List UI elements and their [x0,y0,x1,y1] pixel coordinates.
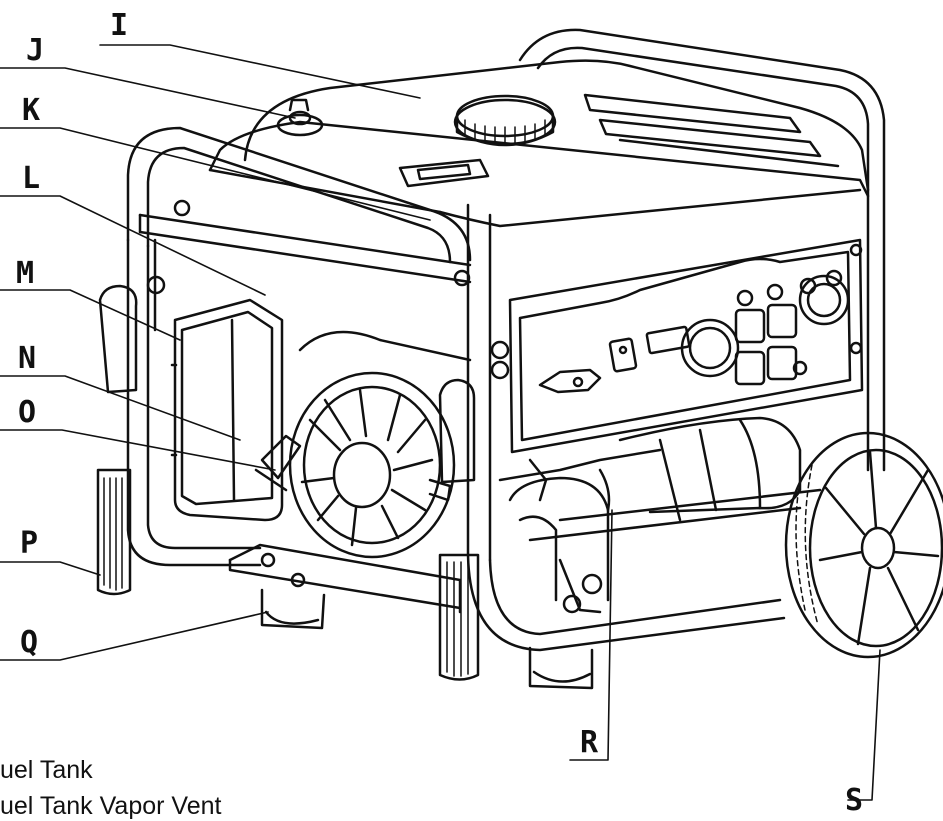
callout-k: K [22,93,40,128]
callout-p: P [20,526,38,561]
air-cleaner [170,298,284,522]
callout-q: Q [20,625,38,660]
callout-n: N [18,341,36,376]
callout-labels: I J K L M N O P Q R S [16,8,863,818]
callout-s: S [845,783,863,818]
frame-tube [126,28,886,652]
legend-line-2: uel Tank Vapor Vent [0,792,222,820]
callout-j: J [26,33,44,68]
leader-lines [0,44,881,801]
engine-block [498,416,802,614]
recoil-starter [254,330,472,559]
callout-r: R [580,725,599,760]
control-panel [508,238,864,454]
fuel-tank [208,59,870,228]
wheel [784,431,943,659]
handle [96,284,480,681]
callout-l: L [22,161,40,196]
base-feet [228,543,594,690]
callout-o: O [18,395,36,430]
callout-m: M [16,256,34,291]
legend-line-1: uel Tank [0,756,93,784]
engine-cover [138,199,510,380]
callout-i: I [110,8,128,43]
